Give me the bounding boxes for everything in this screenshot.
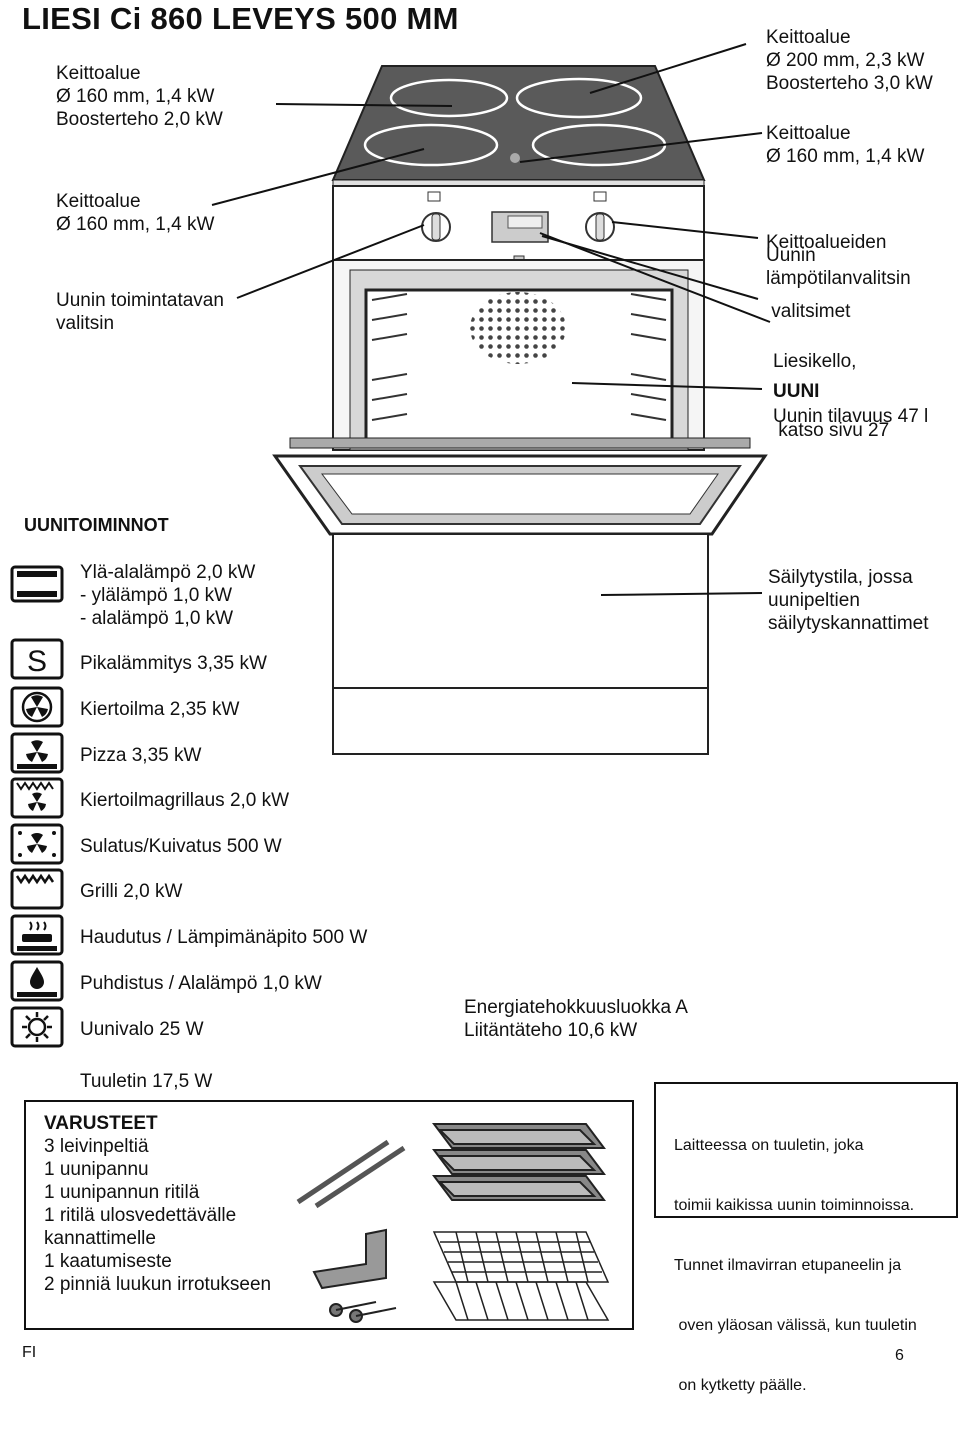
note-line: Laitteessa on tuuletin, joka — [674, 1137, 864, 1154]
label-line: Ø 160 mm, 1,4 kW — [56, 86, 215, 107]
label-line: Boosterteho 3,0 kW — [766, 73, 933, 94]
function-label: - alalämpö 1,0 kW — [80, 608, 234, 629]
accessory-item: 1 ritilä ulosvedettävälle — [44, 1205, 237, 1226]
fan-grill-icon — [10, 777, 64, 819]
label-line: Keittoalue — [766, 123, 851, 144]
label-storage: Säilytystila, jossa uunipeltien säilytys… — [768, 566, 929, 635]
top-bottom-heat-icon — [10, 565, 64, 603]
label-zone-back-left: Keittoalue Ø 160 mm, 1,4 kW Boosterteho … — [56, 62, 223, 131]
accessory-item: 1 uunipannun ritilä — [44, 1182, 200, 1203]
function-label: Sulatus/Kuivatus 500 W — [80, 836, 282, 857]
label-line: Keittoalue — [56, 191, 141, 212]
label-line: Keittoalueiden — [766, 232, 887, 253]
function-label: Pikalämmitys 3,35 kW — [80, 653, 267, 674]
label-zone-front-right: Keittoalue Ø 160 mm, 1,4 kW — [766, 122, 924, 168]
function-label: Pizza 3,35 kW — [80, 745, 202, 766]
label-line: Uunin — [766, 245, 816, 266]
accessories-heading: VARUSTEET — [44, 1113, 158, 1134]
door-pins — [296, 1139, 406, 1209]
accessories-illustration — [296, 1123, 610, 1323]
label-line: Ø 160 mm, 1,4 kW — [56, 214, 215, 235]
energy-info: Energiatehokkuusluokka A Liitäntäteho 10… — [464, 996, 688, 1042]
oven-title: UUNI — [773, 381, 820, 402]
fan-oven-icon — [10, 686, 64, 728]
label-line: Liesikello, — [773, 351, 857, 372]
defrost-icon — [10, 823, 64, 865]
page-number: 6 — [895, 1347, 904, 1364]
label-line: Boosterteho 2,0 kW — [56, 109, 223, 130]
oven-volume: Uunin tilavuus 47 l — [773, 406, 929, 427]
label-line: lämpötilanvalitsin — [766, 268, 911, 289]
label-line: Uunin toimintatavan — [56, 290, 224, 311]
label-zone-back-right: Keittoalue Ø 200 mm, 2,3 kW Boosterteho … — [766, 26, 933, 95]
label-line: valitsimet — [766, 301, 851, 322]
keep-warm-icon — [10, 914, 64, 956]
note-line: Tunnet ilmavirran etupaneelin ja — [674, 1257, 902, 1274]
energy-class: Energiatehokkuusluokka A — [464, 997, 688, 1018]
function-label: Kiertoilmagrillaus 2,0 kW — [80, 790, 290, 811]
accessory-item: 3 leivinpeltiä — [44, 1136, 149, 1157]
stove-illustration — [211, 43, 771, 755]
wire-shelf — [432, 1231, 610, 1321]
accessory-item: kannattimelle — [44, 1228, 156, 1249]
label-line: Säilytystila, jossa — [768, 567, 913, 588]
note-line: on kytketty päälle. — [674, 1377, 807, 1394]
page-title: LIESI Ci 860 LEVEYS 500 MM — [22, 1, 459, 36]
rapid-heat-icon: S — [10, 638, 64, 680]
label-line: Ø 200 mm, 2,3 kW — [766, 50, 925, 71]
connected-load: Liitäntäteho 10,6 kW — [464, 1020, 638, 1041]
accessories-box: VARUSTEET 3 leivinpeltiä 1 uunipannu 1 u… — [24, 1100, 634, 1330]
label-line: Keittoalue — [766, 27, 851, 48]
accessory-item: 2 pinniä luukun irrotukseen — [44, 1274, 272, 1295]
note-line: toimii kaikissa uunin toiminnoissa. — [674, 1197, 915, 1214]
functions-heading: UUNITOIMINNOT — [24, 515, 169, 535]
label-zone-selectors: Keittoalueiden valitsimet — [766, 185, 886, 346]
label-line: säilytyskannattimet — [768, 613, 929, 634]
accessory-item: 1 kaatumiseste — [44, 1251, 172, 1272]
storage-compartment — [332, 533, 709, 689]
footer-language: FI — [22, 1344, 37, 1361]
label-oven: UUNI Uunin tilavuus 47 l — [773, 380, 928, 428]
label-line: uunipeltien — [768, 590, 860, 611]
label-line: Ø 160 mm, 1,4 kW — [766, 146, 925, 167]
oven-light-icon — [10, 1006, 64, 1048]
accessory-item: 1 uunipannu — [44, 1159, 149, 1180]
function-label: Uunivalo 25 W — [80, 1019, 204, 1040]
svg-text:S: S — [27, 645, 47, 678]
label-line: katso sivu 27 — [773, 420, 890, 441]
label-temperature-selector: Uunin lämpötilanvalitsin — [766, 244, 911, 290]
label-zone-front-left: Keittoalue Ø 160 mm, 1,4 kW — [56, 190, 214, 236]
function-label: Grilli 2,0 kW — [80, 881, 183, 902]
function-label: Puhdistus / Alalämpö 1,0 kW — [80, 973, 322, 994]
fan-cover — [470, 292, 566, 364]
cooking-zone-back-right — [515, 77, 643, 119]
label-timer: Liesikello, katso sivu 27 — [773, 304, 889, 465]
anti-tip-bracket — [312, 1228, 397, 1323]
grill-icon — [10, 868, 64, 910]
note-line: oven yläosan välissä, kun tuuletin — [674, 1317, 917, 1334]
ceramic-hob — [331, 65, 706, 181]
cooking-zone-back-left — [389, 78, 509, 118]
label-line: valitsin — [56, 313, 115, 334]
fan-power: Tuuletin 17,5 W — [80, 1071, 213, 1092]
function-label: Kiertoilma 2,35 kW — [80, 699, 240, 720]
function-label: Haudutus / Lämpimänäpito 500 W — [80, 927, 368, 948]
fan-note-box: Laitteessa on tuuletin, joka toimii kaik… — [654, 1082, 958, 1394]
cooking-zone-front-left — [363, 123, 499, 167]
function-label: - ylälämpö 1,0 kW — [80, 585, 233, 606]
function-label: Ylä-alalämpö 2,0 kW — [80, 562, 256, 583]
baking-trays — [432, 1123, 606, 1201]
label-function-selector: Uunin toimintatavan valitsin — [56, 289, 224, 335]
label-line: Keittoalue — [56, 63, 141, 84]
cleaning-icon — [10, 960, 64, 1002]
pizza-icon — [10, 732, 64, 774]
